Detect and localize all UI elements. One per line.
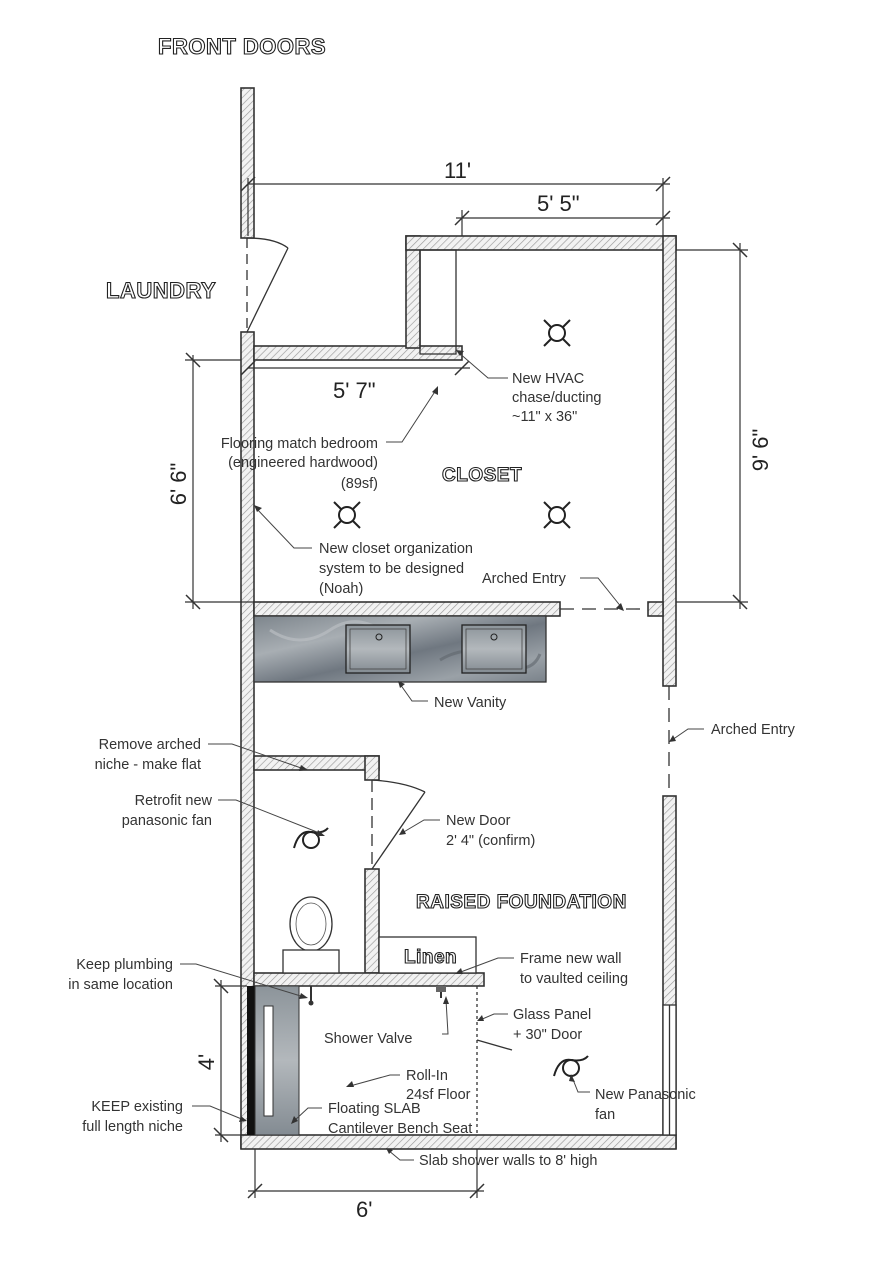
note-shower-valve: Shower Valve (324, 1031, 412, 1047)
shower (247, 985, 513, 1136)
wall-bottom (240, 1134, 677, 1150)
svg-text:Retrofit new: Retrofit new (135, 793, 213, 809)
vanity (253, 615, 547, 683)
label-laundry: LAUNDRY (106, 278, 216, 303)
walls (240, 87, 677, 1150)
wall-shower-top (253, 972, 485, 987)
note-fan-retrofit: Retrofit new panasonic fan (122, 793, 213, 829)
note-bench: Floating SLAB Cantilever Bench Seat (328, 1101, 472, 1137)
svg-text:system to be designed: system to be designed (319, 561, 464, 577)
svg-text:Remove arched: Remove arched (99, 737, 201, 753)
recessed-light-3 (543, 501, 571, 529)
label-raised-foundation: RAISED FOUNDATION (416, 892, 627, 913)
svg-text:New closet organization: New closet organization (319, 541, 473, 557)
svg-text:Frame new wall: Frame new wall (520, 951, 622, 967)
hvac-chase (419, 249, 457, 355)
sink-right (461, 624, 527, 674)
svg-text:New HVAC: New HVAC (512, 371, 584, 387)
svg-text:2' 4" (confirm): 2' 4" (confirm) (446, 833, 535, 849)
wall-hvac-bump (405, 235, 421, 349)
note-flooring: Flooring match bedroom (engineered hardw… (221, 436, 378, 492)
bench-seat (254, 985, 300, 1136)
svg-text:Cantilever Bench Seat: Cantilever Bench Seat (328, 1121, 472, 1137)
svg-text:(engineered hardwood): (engineered hardwood) (228, 455, 378, 471)
recessed-light-1 (543, 319, 571, 347)
wall-toilet-door-stub (364, 755, 380, 781)
note-arched-entry-closet: Arched Entry (482, 571, 567, 587)
svg-text:Floating SLAB: Floating SLAB (328, 1101, 421, 1117)
svg-text:New Door: New Door (446, 813, 511, 829)
note-new-door: New Door 2' 4" (confirm) (446, 813, 535, 849)
svg-text:chase/ducting: chase/ducting (512, 390, 601, 406)
svg-text:niche - make flat: niche - make flat (95, 757, 201, 773)
wall-closet-bottom-stub (647, 601, 664, 617)
niche (263, 1005, 274, 1117)
svg-text:New Panasonic: New Panasonic (595, 1087, 696, 1103)
dim-closet-height-right: 9' 6" (748, 429, 773, 472)
note-plumbing: Keep plumbing in same location (68, 957, 173, 993)
plumbing-fixture (308, 986, 314, 1006)
label-closet: CLOSET (442, 465, 522, 486)
note-glass-panel: Glass Panel + 30" Door (513, 1007, 591, 1043)
shower-door (476, 1039, 513, 1051)
toilet-door (371, 779, 426, 870)
wall-right-upper (662, 235, 677, 687)
wall-closet-bottom (253, 601, 561, 617)
label-linen: Linen (404, 947, 457, 968)
niche-bar (247, 986, 255, 1135)
wall-closet-top-left (253, 345, 463, 361)
exhaust-fan-shower (553, 1055, 589, 1077)
svg-text:full length niche: full length niche (82, 1119, 183, 1135)
shower-valve-fixture (436, 986, 446, 998)
linen-closet (378, 936, 477, 974)
dim-width-total: 11' (444, 158, 471, 183)
note-closet-organization: New closet organization system to be des… (319, 541, 473, 597)
svg-text:Keep plumbing: Keep plumbing (76, 957, 173, 973)
note-keep-niche: KEEP existing full length niche (82, 1099, 183, 1135)
svg-text:to vaulted ceiling: to vaulted ceiling (520, 971, 628, 987)
exhaust-fan-toilet (293, 827, 329, 849)
note-niche: Remove arched niche - make flat (95, 737, 201, 773)
svg-text:+ 30" Door: + 30" Door (513, 1027, 582, 1043)
note-panasonic-fan: New Panasonic fan (595, 1087, 696, 1123)
note-roll-in: Roll-In 24sf Floor (406, 1068, 471, 1103)
window (662, 1004, 677, 1136)
svg-text:~11" x 36": ~11" x 36" (512, 409, 577, 425)
note-hvac: New HVAC chase/ducting ~11" x 36" (512, 371, 601, 425)
dim-closet-left: 5' 7" (333, 378, 376, 403)
toilet (282, 896, 340, 974)
note-vanity: New Vanity (434, 695, 507, 711)
svg-text:(89sf): (89sf) (341, 476, 378, 492)
dimension-lines (185, 176, 748, 1199)
svg-text:fan: fan (595, 1107, 615, 1123)
label-front-doors: FRONT DOORS (158, 34, 326, 59)
dim-shower-width: 6' (356, 1197, 372, 1222)
sink-left (345, 624, 411, 674)
wall-closet-top-right (405, 235, 677, 251)
note-frame-wall: Frame new wall to vaulted ceiling (520, 951, 628, 987)
svg-text:in same location: in same location (68, 977, 173, 993)
svg-text:Flooring match bedroom: Flooring match bedroom (221, 436, 378, 452)
recessed-light-2 (333, 501, 361, 529)
laundry-door (246, 237, 289, 333)
note-slab-walls: Slab shower walls to 8' high (419, 1153, 597, 1169)
dim-closet-height-left: 6' 6" (166, 463, 191, 506)
svg-text:Glass Panel: Glass Panel (513, 1007, 591, 1023)
svg-text:(Noah): (Noah) (319, 581, 363, 597)
dim-shower-height: 4' (194, 1054, 219, 1070)
svg-text:Roll-In: Roll-In (406, 1068, 448, 1084)
leader-lines (180, 350, 704, 1161)
svg-text:panasonic fan: panasonic fan (122, 813, 212, 829)
wall-toilet-right (364, 868, 380, 974)
svg-text:KEEP existing: KEEP existing (91, 1099, 183, 1115)
note-arched-entry-right: Arched Entry (711, 722, 796, 738)
dim-closet-right: 5' 5" (537, 191, 580, 216)
svg-text:24sf Floor: 24sf Floor (406, 1087, 471, 1103)
